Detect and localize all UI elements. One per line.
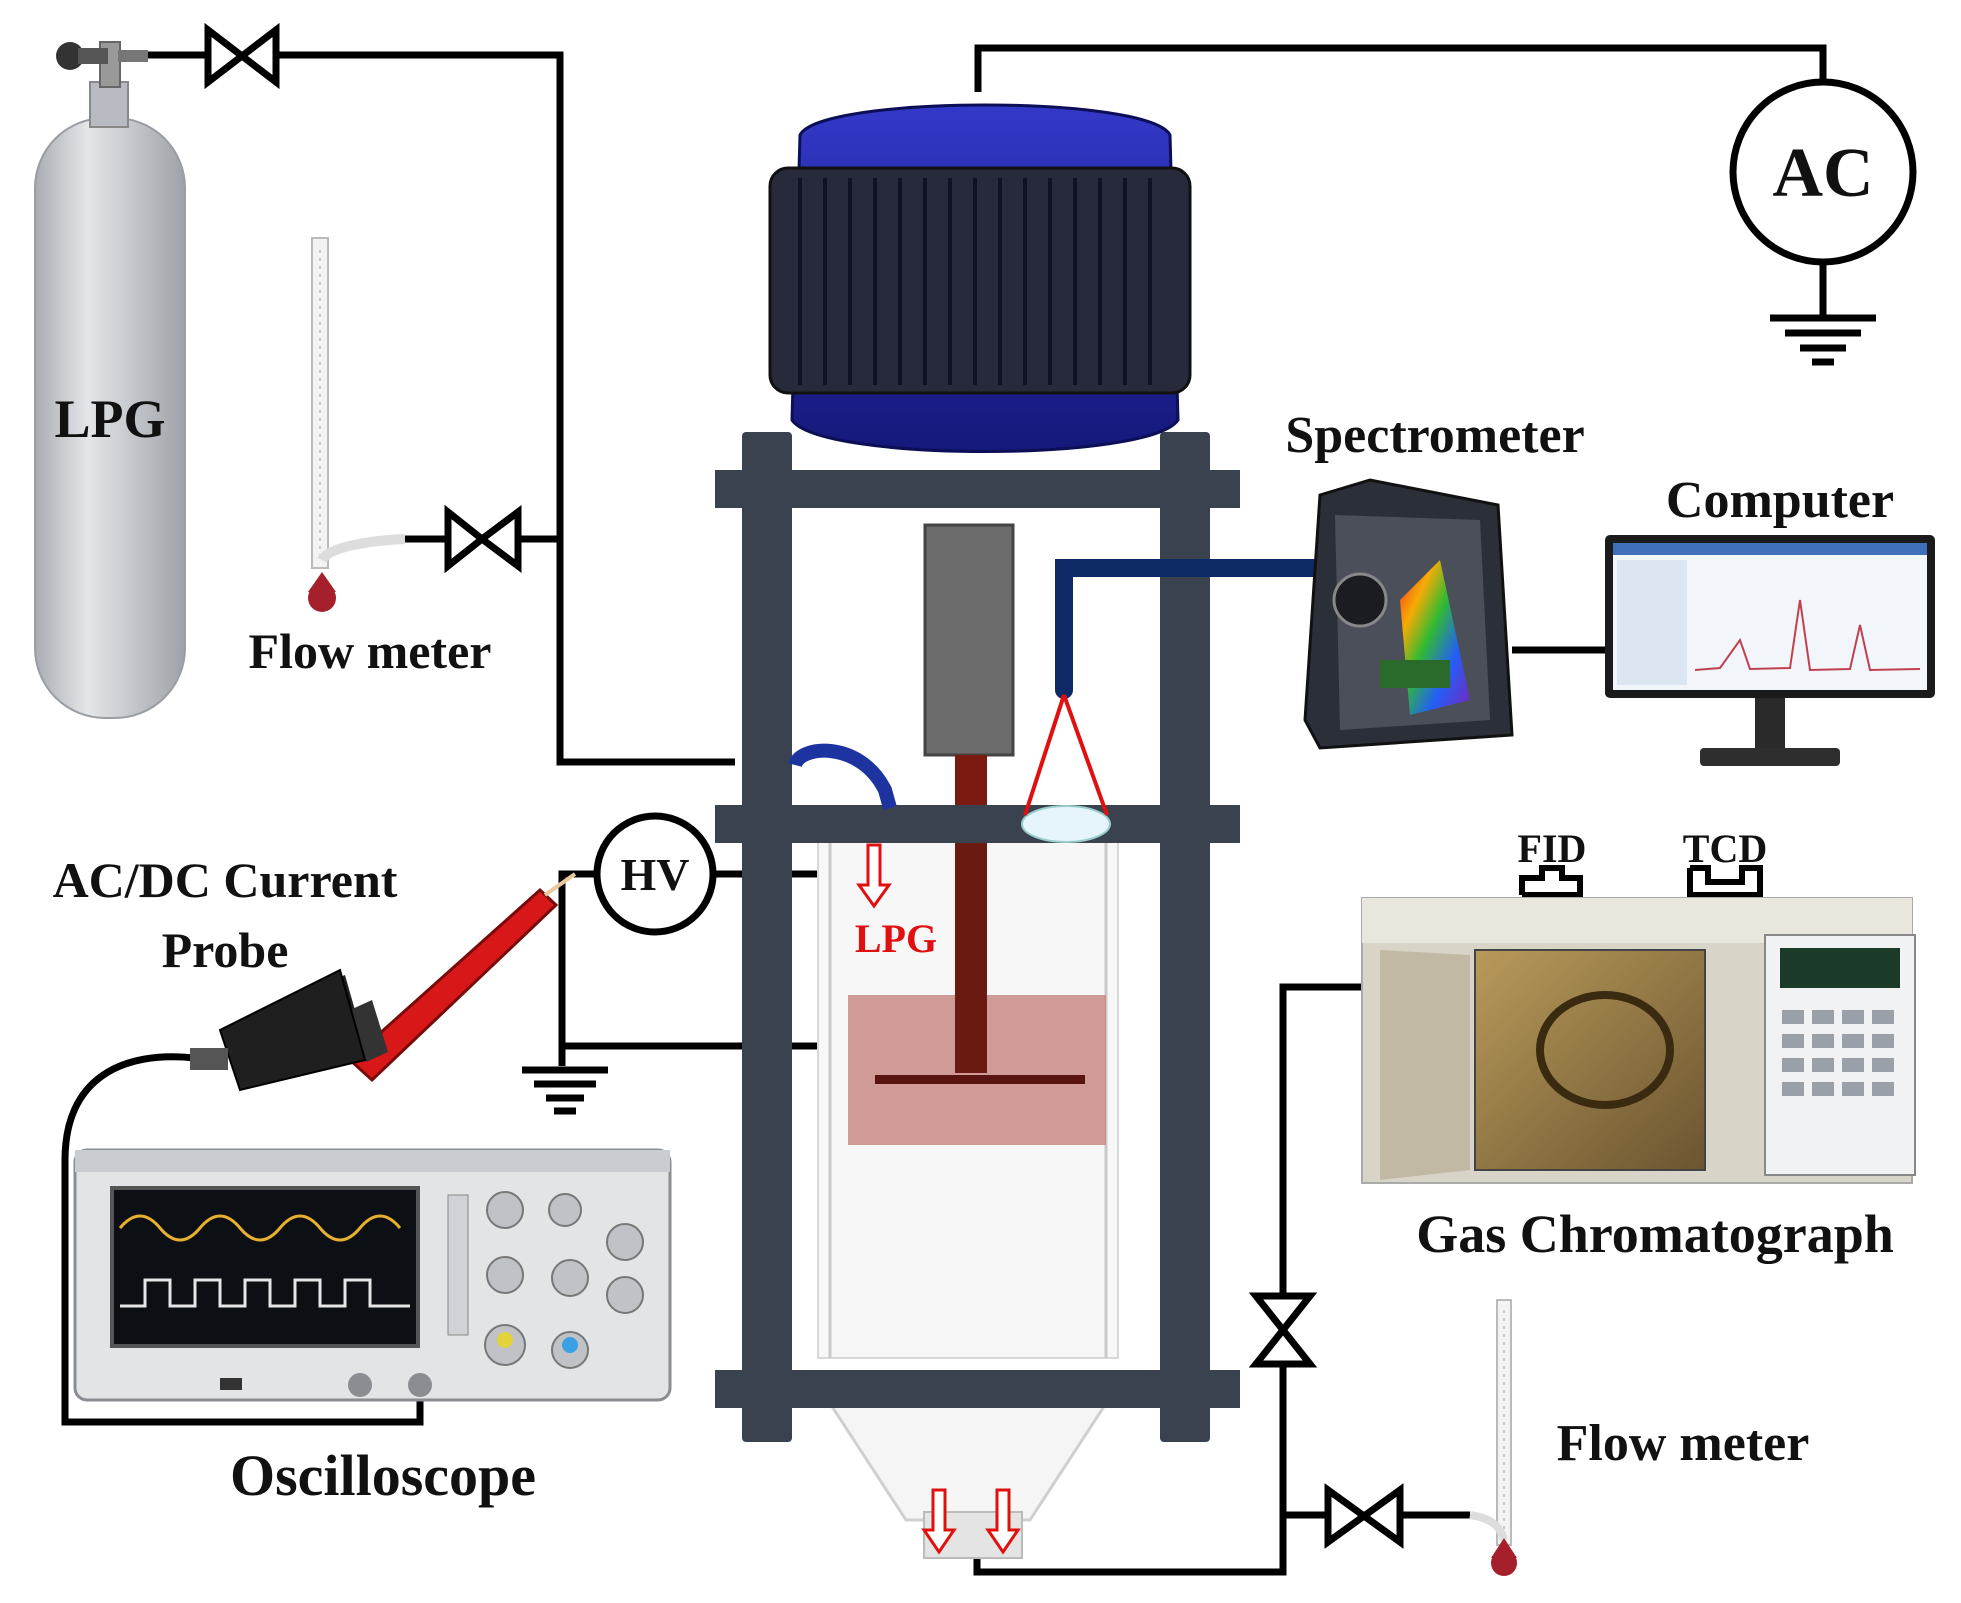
valve-gc-line — [1248, 1292, 1318, 1368]
lpg-inlet-arrow — [856, 843, 892, 909]
lpg-cylinder-label: LPG — [54, 389, 165, 449]
ac-source-symbol — [1729, 78, 1917, 266]
gas-chromatograph-label: Gas Chromatograph — [1416, 1204, 1894, 1264]
tcd-symbol — [1687, 865, 1763, 898]
current-probe-device — [190, 872, 577, 1092]
valve-main — [204, 22, 280, 90]
tcd-label: TCD — [1683, 826, 1767, 871]
frame-column-left — [742, 432, 792, 1442]
computer-monitor — [1605, 535, 1935, 766]
light-collection-cone — [1023, 694, 1109, 816]
motor — [768, 103, 1192, 453]
shaft-upper — [955, 755, 987, 805]
flow-meter-bottom-label: Flow meter — [1557, 1415, 1810, 1472]
inlet-tube — [788, 743, 897, 810]
connection-lines — [61, 44, 1827, 1576]
stirrer-blade — [875, 1075, 1085, 1084]
gc-sample-line — [1279, 983, 1362, 1295]
shaft-lower — [955, 843, 987, 1073]
frame-column-right — [1160, 432, 1210, 1442]
spectrometer-device — [1303, 478, 1514, 750]
ground-symbol-ac — [1770, 314, 1876, 366]
valve-flowmeter-top — [444, 504, 522, 574]
reactor-assembly — [715, 432, 1240, 1559]
frame-plate-middle — [715, 805, 1240, 843]
optical-lens — [1021, 805, 1111, 843]
hv-source-label: HV — [621, 849, 690, 900]
probe-cable — [61, 1053, 424, 1426]
flow-meter-top-label: Flow meter — [249, 623, 492, 679]
ground-symbol-hv — [522, 1066, 608, 1115]
ac-power-line — [974, 44, 1827, 92]
gc-sample-line-lower — [973, 1362, 1287, 1576]
flow-meter-bottom-icon — [1469, 1299, 1517, 1576]
current-probe-label-line1: AC/DC Current — [53, 852, 398, 908]
oscilloscope-label: Oscilloscope — [230, 1443, 536, 1508]
lpg-cylinder — [34, 41, 186, 719]
valve-outlet-flowmeter — [1324, 1483, 1404, 1549]
gas-chromatograph-device — [1361, 897, 1916, 1184]
lpg-inlet-label: LPG — [855, 916, 937, 961]
motor-coupling — [923, 523, 1015, 757]
fid-symbol — [1519, 865, 1583, 898]
spectrometer-label: Spectrometer — [1285, 407, 1584, 464]
frame-plate-bottom — [715, 1370, 1240, 1408]
outlet-arrows — [921, 1488, 1021, 1555]
optical-fiber — [1055, 559, 1334, 699]
current-probe-label-line2: Probe — [162, 922, 289, 978]
oscilloscope-device — [73, 1148, 672, 1402]
hv-ground-line — [558, 870, 838, 1050]
hv-source-symbol — [593, 812, 717, 936]
frame-plate-top — [715, 470, 1240, 508]
ac-source-label: AC — [1772, 135, 1873, 212]
fid-label: FID — [1518, 826, 1587, 871]
flow-meter-top-icon — [308, 237, 406, 612]
lpg-feed-line-main — [275, 51, 735, 766]
computer-label: Computer — [1666, 472, 1894, 529]
